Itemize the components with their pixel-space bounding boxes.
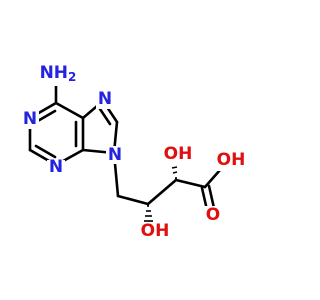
bond-n7-c8-double-inner [98, 107, 112, 126]
bond-c6-c5 [54, 101, 85, 120]
hydroxyl-upper: OH [164, 144, 193, 164]
pyrimidine-n-bottom: N [49, 157, 63, 177]
bond-c1-acid-oh [203, 168, 222, 189]
pyrimidine-n-top: N [23, 109, 37, 129]
bond-ch2-c3 [116, 194, 150, 206]
bond-c1-carbonyl-b [207, 184, 216, 210]
bond-c2-c1 [174, 178, 207, 189]
molecule-structure-diagram: NH2 N N N N OH OH OH O [21, 62, 246, 242]
imidazole-n7: N [98, 89, 112, 109]
bond-c3-c2 [146, 178, 178, 206]
carbonyl-oxygen: O [206, 205, 220, 225]
amine-label: NH2 [40, 63, 77, 84]
atom-label-layer: NH2 N N N N OH OH OH O [21, 62, 246, 242]
imidazole-n9: N [108, 145, 122, 165]
bond-c6-n1-double-inner [34, 109, 57, 124]
acid-hydroxyl: OH [217, 150, 246, 170]
hashed-wedge-lower [144, 205, 153, 222]
bond-c2-n3-double-inner [34, 144, 57, 159]
hydroxyl-lower: OH [141, 221, 170, 241]
